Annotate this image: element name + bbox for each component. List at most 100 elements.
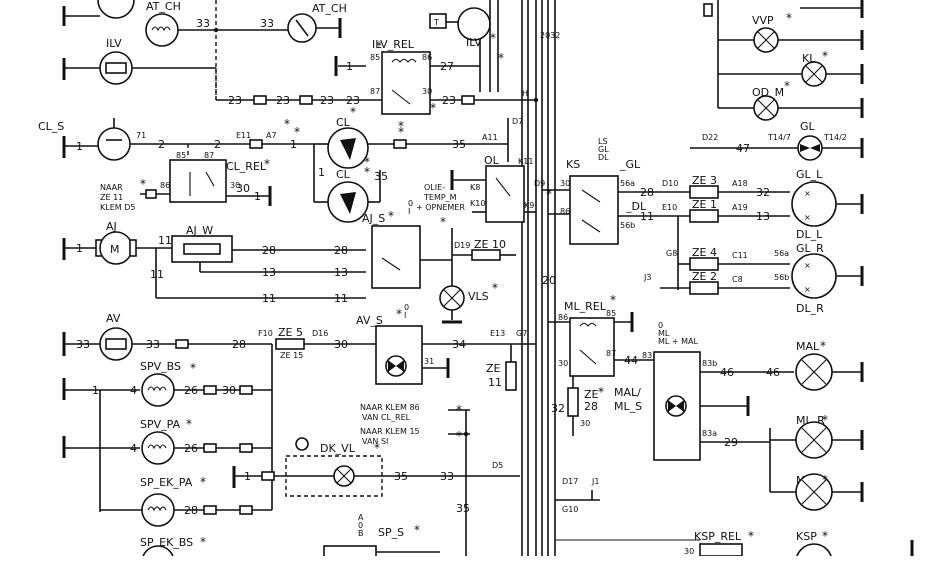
svg-text:NAAR KLEM 86: NAAR KLEM 86 [360, 403, 420, 412]
svg-text:*: * [610, 293, 616, 307]
svg-text:KLEM D5: KLEM D5 [100, 203, 135, 212]
svg-text:23: 23 [346, 94, 360, 107]
svg-text:1: 1 [318, 166, 325, 179]
svg-text:30: 30 [236, 182, 250, 195]
svg-text:13: 13 [756, 210, 770, 223]
aj-s-label: AJ_S [362, 212, 385, 225]
svg-text:*: * [822, 473, 828, 487]
svg-text:*: * [398, 119, 404, 133]
mal-ml-s-section: 0 ML ML + MAL MAL/ ML_S 83 83b 83a 46 46… [614, 321, 864, 511]
svg-text:1: 1 [244, 470, 251, 483]
at-ch-coil-1 [145, 13, 179, 47]
svg-text:_DL: _DL [625, 200, 647, 213]
svg-text:K8: K8 [470, 183, 480, 192]
svg-text:56a: 56a [620, 179, 635, 188]
sp-ek-pa-heater [141, 493, 175, 527]
svg-text:44: 44 [624, 354, 638, 367]
spv-pa-label: SPV_PA [140, 418, 181, 431]
svg-text:87: 87 [204, 151, 214, 160]
svg-text:13: 13 [262, 266, 276, 279]
aj-label: AJ [106, 220, 117, 233]
svg-text:28: 28 [184, 504, 198, 517]
svg-text:30: 30 [230, 181, 240, 190]
svg-text:35: 35 [452, 138, 466, 151]
svg-text:B: B [358, 529, 364, 538]
svg-text:86: 86 [560, 207, 570, 216]
ol-label: OL [484, 154, 500, 167]
svg-text:86: 86 [160, 181, 170, 190]
svg-text:A18: A18 [732, 179, 748, 188]
svg-text:×: × [804, 285, 811, 294]
svg-text:K10: K10 [470, 199, 485, 208]
dk-vl-label: DK_VL [320, 442, 356, 455]
svg-text:86: 86 [558, 313, 568, 322]
svg-text:32: 32 [551, 402, 565, 415]
svg-text:*: * [396, 307, 402, 321]
svg-text:*: * [822, 529, 828, 543]
svg-text:*: * [398, 125, 404, 139]
headlamps: GL_L × × DL_L GL_R × × DL_R [791, 168, 864, 315]
svg-text:47: 47 [736, 142, 750, 155]
vvp-label: VVP [752, 14, 774, 27]
svg-text:T: T [433, 18, 439, 27]
svg-text:35: 35 [394, 470, 408, 483]
svg-text:11: 11 [158, 234, 172, 247]
gl-l-lamp [791, 181, 837, 227]
av-s-label: AV_S [356, 314, 383, 327]
svg-text:87: 87 [606, 349, 616, 358]
ilv-rel-label: ILV_REL [372, 38, 415, 51]
svg-text:33: 33 [146, 338, 160, 351]
asterisks: *** *** *** *** *** *** *** *** *** *** … [140, 11, 828, 549]
cl-rel-label: CL_REL [226, 160, 267, 173]
svg-text:*: * [820, 339, 826, 353]
svg-text:D7: D7 [512, 117, 523, 126]
svg-text:56b: 56b [774, 273, 789, 282]
svg-text:*: * [374, 441, 380, 455]
svg-text:TEMP_M: TEMP_M [423, 193, 457, 202]
svg-text:M: M [110, 243, 120, 256]
svg-text:28: 28 [584, 400, 598, 413]
svg-text:71: 71 [136, 131, 146, 140]
spv-section: SPV_BS 1 4 26 30 SPV_PA 4 26 SP_EK_PA 28… [62, 360, 272, 561]
gl-lamp-label: GL [800, 120, 816, 133]
svg-text:A: A [358, 513, 364, 522]
svg-text:*: * [440, 215, 446, 229]
svg-text:11: 11 [334, 292, 348, 305]
od-m-label: OD_M [752, 86, 784, 99]
svg-text:33: 33 [260, 17, 274, 30]
svg-text:27: 27 [440, 60, 454, 73]
svg-text:D16: D16 [312, 329, 328, 338]
sp-ek-pa-label: SP_EK_PA [140, 476, 193, 489]
svg-text:*: * [430, 101, 436, 115]
ks-switch [569, 175, 619, 245]
gl-r-lamp [791, 253, 837, 299]
ksp-relay-box [699, 543, 743, 557]
svg-text:OLIE-: OLIE- [424, 183, 445, 192]
svg-text:C8: C8 [732, 275, 743, 284]
svg-text:23: 23 [320, 94, 334, 107]
top-right-lamps: VVP KL OD_M [703, 0, 864, 121]
svg-text:*: * [190, 361, 196, 375]
svg-text:T14/7: T14/7 [767, 133, 791, 142]
gl-lamp-section: D22 47 T14/7 GL T14/2 [690, 120, 864, 161]
svg-text:*: * [200, 475, 206, 489]
aj-w-label: AJ_W [186, 224, 213, 237]
svg-text:30: 30 [334, 338, 348, 351]
wire-23-line: 23 23 23 23 23 H D7 [215, 68, 539, 132]
svg-text:D19: D19 [454, 241, 470, 250]
svg-text:*: * [364, 165, 370, 179]
svg-text:E11: E11 [236, 131, 251, 140]
ilv-section: ILV ILV_REL 85 86 87 30 1 27 T ILV 2032 [62, 0, 560, 115]
svg-text:I: I [404, 311, 406, 320]
svg-text:83a: 83a [702, 429, 717, 438]
svg-text:30: 30 [684, 547, 694, 556]
svg-text:33: 33 [76, 338, 90, 351]
svg-text:*: * [350, 105, 356, 119]
gl-l-label: GL_L [796, 168, 823, 181]
svg-text:*: * [786, 11, 792, 25]
svg-text:85: 85 [370, 53, 380, 62]
svg-text:13: 13 [334, 266, 348, 279]
svg-text:ZE 4: ZE 4 [692, 246, 717, 259]
svg-text:*: * [140, 177, 146, 191]
